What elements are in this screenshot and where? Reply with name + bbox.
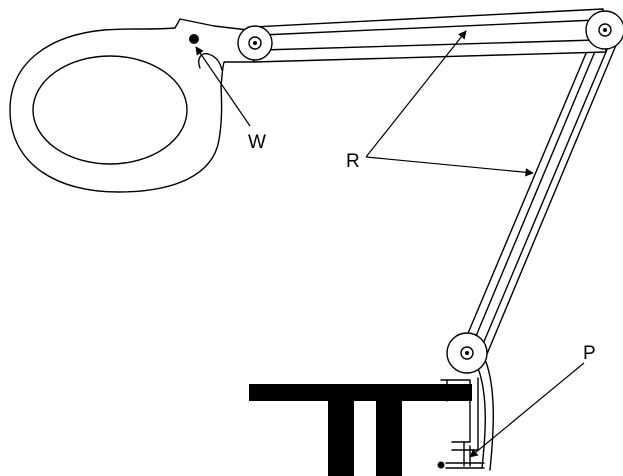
table-leg-right [376, 401, 402, 476]
lower-arm [457, 31, 620, 367]
leader-w [195, 46, 251, 127]
label-w: W [248, 132, 266, 153]
table [249, 384, 472, 476]
lamp-head [9, 18, 255, 193]
joint-elbow [585, 10, 623, 50]
knob-dot [189, 34, 199, 44]
leader-lines [195, 30, 585, 458]
table-top [249, 384, 472, 401]
label-p: P [583, 343, 596, 364]
joint-base [446, 332, 488, 374]
lamp-base [477, 361, 494, 471]
table-leg-left [328, 401, 354, 476]
leader-p [469, 362, 585, 458]
leader-r-lower [365, 156, 534, 177]
label-r: R [346, 151, 360, 172]
upper-arm [251, 8, 607, 63]
clamp [437, 377, 485, 469]
joint-head [237, 25, 273, 61]
magnifier-lens [32, 55, 188, 165]
clamp-knob [437, 461, 445, 469]
leader-r-upper [365, 30, 467, 158]
